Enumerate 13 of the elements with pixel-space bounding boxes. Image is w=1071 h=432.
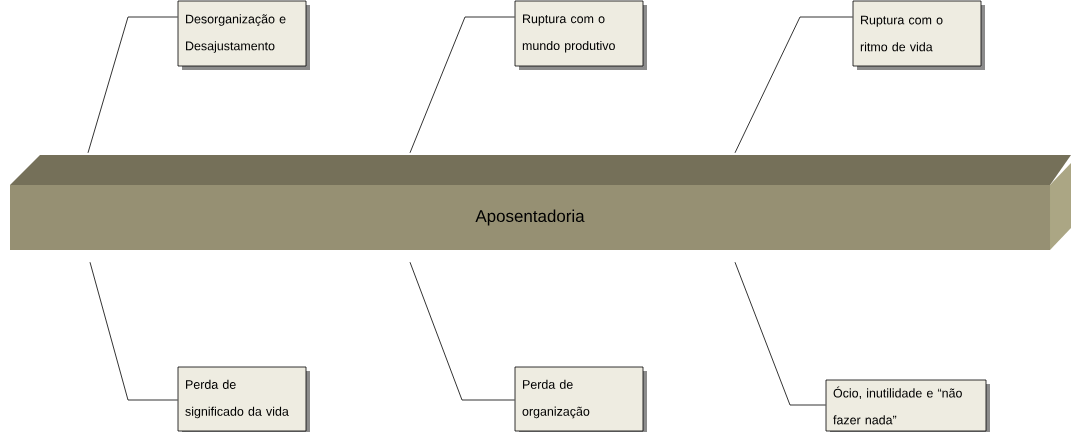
bar-block: Aposentadoria [10, 155, 1071, 250]
text-box: Ruptura com o mundo produtivo [514, 0, 647, 70]
leader-line [409, 16, 515, 154]
leader-line [734, 16, 853, 154]
text-box: Ócio, inutilidade e “não fazer nada” [825, 379, 990, 432]
leader-line [409, 261, 515, 401]
leader-line [89, 261, 178, 401]
text-box: Perda de significado da vida [177, 366, 310, 432]
leader-line [734, 261, 826, 406]
text-box: Ruptura com o ritmo de vida [852, 0, 985, 70]
text-box: Perda de organização [514, 366, 647, 432]
text-box: Desorganização e Desajustamento [177, 0, 310, 70]
leader-line [87, 16, 178, 154]
